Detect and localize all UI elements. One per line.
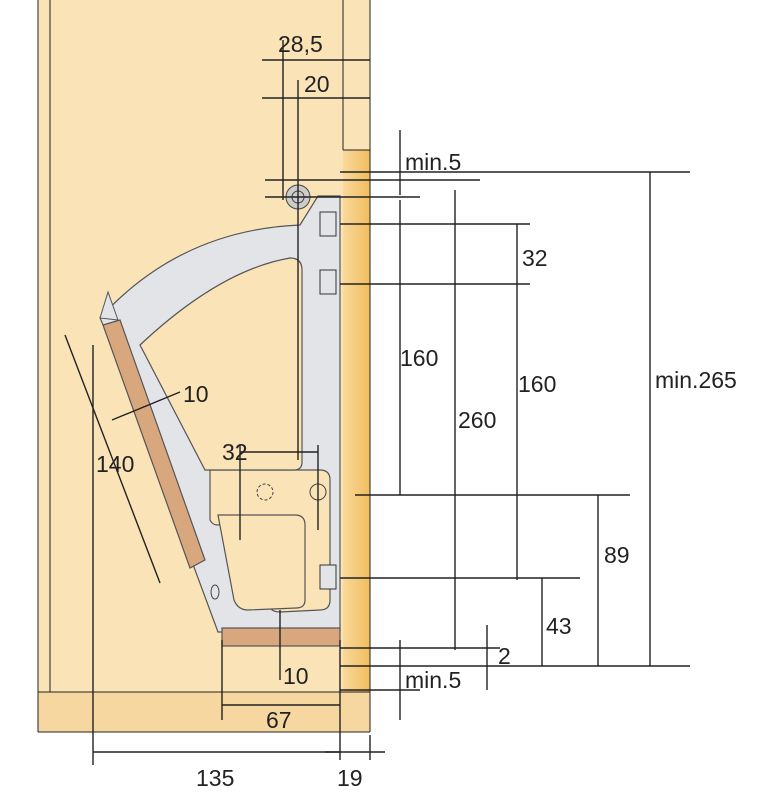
cabinet-side-panel <box>343 150 370 692</box>
dim-32-mid: 32 <box>222 439 248 465</box>
mount-slot <box>319 211 337 237</box>
dim-min265: min.265 <box>655 367 737 393</box>
dim-67: 67 <box>266 707 292 733</box>
dim-2: 2 <box>498 643 511 669</box>
mount-slot <box>319 269 337 295</box>
dim-160-left: 160 <box>400 345 438 371</box>
dim-43: 43 <box>546 613 572 639</box>
dimension-lines <box>64 40 690 765</box>
dim-arm-140: 140 <box>96 451 134 477</box>
mount-hole <box>256 483 274 501</box>
mount-slot <box>319 564 337 590</box>
dim-135: 135 <box>196 765 234 791</box>
dim-260: 260 <box>458 407 496 433</box>
arm-tip <box>99 290 119 321</box>
dim-arm-10: 10 <box>183 381 209 407</box>
dim-32-right: 32 <box>522 245 548 271</box>
mount-hole <box>210 584 220 600</box>
cabinet-top-panel-edge <box>343 0 370 150</box>
base-bracket <box>221 627 341 647</box>
cabinet-bottom-panel <box>38 692 370 732</box>
dim-28-5: 28,5 <box>278 31 323 57</box>
lift-arm <box>102 319 206 569</box>
dim-19: 19 <box>337 765 363 791</box>
dim-min5-top: min.5 <box>405 149 461 175</box>
dim-89: 89 <box>604 542 630 568</box>
dim-base-10: 10 <box>283 663 309 689</box>
dim-min5-bottom: min.5 <box>405 667 461 693</box>
dim-20: 20 <box>304 71 330 97</box>
dim-160-right: 160 <box>518 371 556 397</box>
mechanism-cutout <box>139 257 303 471</box>
